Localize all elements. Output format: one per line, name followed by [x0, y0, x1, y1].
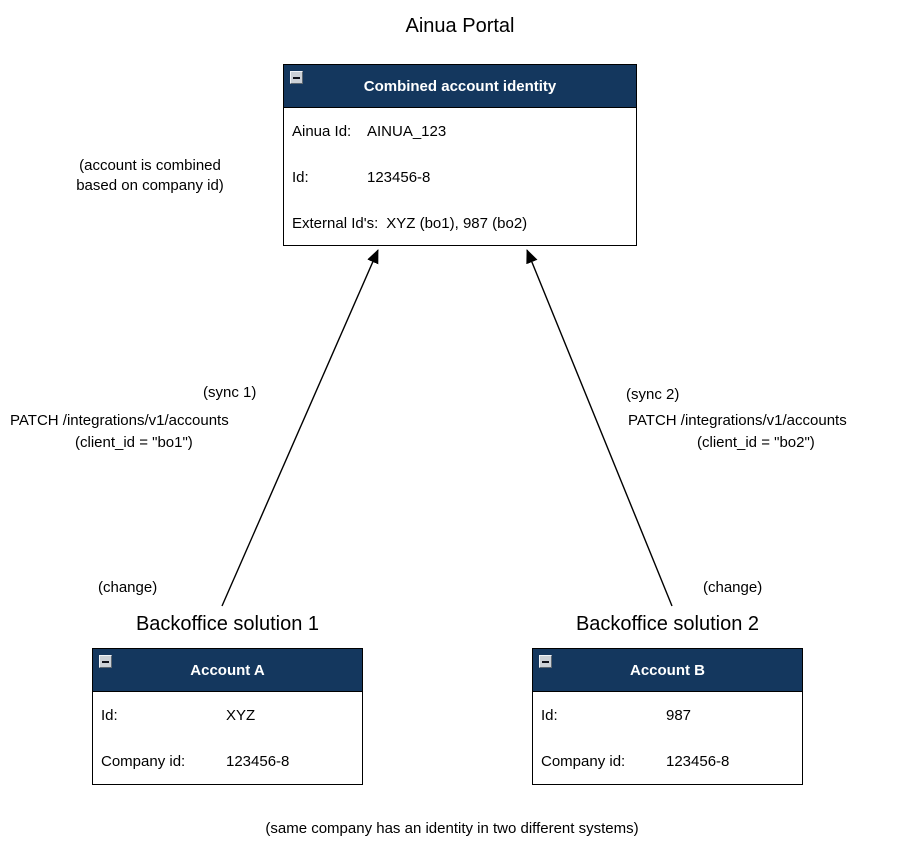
- minus-glyph: [102, 660, 109, 663]
- field-row: Id: 987: [533, 692, 802, 738]
- combined-account-box: Combined account identity Ainua Id: AINU…: [283, 64, 637, 246]
- change-label-left: (change): [98, 579, 158, 596]
- backoffice2-heading: Backoffice solution 2: [575, 613, 760, 635]
- account-a-header: Account A: [93, 649, 362, 692]
- field-row: Company id: 123456-8: [93, 738, 362, 784]
- account-b-body: Id: 987 Company id: 123456-8: [533, 692, 802, 784]
- sync2-request: PATCH /integrations/v1/accounts: [628, 412, 847, 429]
- account-b-header: Account B: [533, 649, 802, 692]
- sync1-label: (sync 1): [203, 384, 257, 401]
- sync1-client-id: (client_id = "bo1"): [75, 434, 193, 451]
- field-value: XYZ: [226, 706, 256, 724]
- combined-note: (account is combined based on company id…: [40, 156, 260, 196]
- field-row: Company id: 123456-8: [533, 738, 802, 784]
- note-line: (account is combined: [79, 157, 221, 174]
- sync2-client-id: (client_id = "bo2"): [697, 434, 815, 451]
- page-title: Ainua Portal: [405, 15, 515, 37]
- field-label: Id:: [101, 706, 118, 724]
- change-label-right: (change): [703, 579, 763, 596]
- collapse-minus-icon[interactable]: [290, 71, 303, 84]
- account-a-box: Account A Id: XYZ Company id: 123456-8: [92, 648, 363, 785]
- field-label: Id:: [292, 168, 309, 186]
- field-label: External Id's:: [292, 214, 379, 232]
- field-label: Company id:: [541, 752, 626, 770]
- field-value: 123456-8: [666, 752, 730, 770]
- account-b-box: Account B Id: 987 Company id: 123456-8: [532, 648, 803, 785]
- sync1-request: PATCH /integrations/v1/accounts: [10, 412, 229, 429]
- field-value: 123456-8: [226, 752, 290, 770]
- combined-box-body: Ainua Id: AINUA_123 Id: 123456-8 Externa…: [284, 108, 636, 246]
- note-line: based on company id): [76, 177, 224, 194]
- field-row: External Id's: XYZ (bo1), 987 (bo2): [284, 200, 636, 246]
- field-row: Id: XYZ: [93, 692, 362, 738]
- field-row: Id: 123456-8: [284, 154, 636, 200]
- account-b-title: Account B: [630, 661, 705, 679]
- field-row: Ainua Id: AINUA_123: [284, 108, 636, 154]
- field-label: Id:: [541, 706, 558, 724]
- account-a-title: Account A: [190, 661, 265, 679]
- combined-box-header: Combined account identity: [284, 65, 636, 108]
- collapse-minus-icon[interactable]: [539, 655, 552, 668]
- account-a-body: Id: XYZ Company id: 123456-8: [93, 692, 362, 784]
- field-label: Ainua Id:: [292, 122, 352, 140]
- field-value: AINUA_123: [367, 122, 447, 140]
- field-value: 123456-8: [367, 168, 431, 186]
- backoffice1-heading: Backoffice solution 1: [135, 613, 320, 635]
- field-value: XYZ (bo1), 987 (bo2): [386, 214, 528, 232]
- minus-glyph: [542, 660, 549, 663]
- minus-glyph: [293, 76, 300, 79]
- bottom-caption: (same company has an identity in two dif…: [265, 820, 639, 837]
- collapse-minus-icon[interactable]: [99, 655, 112, 668]
- field-value: 987: [666, 706, 692, 724]
- sync2-label: (sync 2): [626, 386, 680, 403]
- field-label: Company id:: [101, 752, 186, 770]
- sync1-arrow: [221, 249, 379, 607]
- combined-box-title: Combined account identity: [363, 77, 557, 95]
